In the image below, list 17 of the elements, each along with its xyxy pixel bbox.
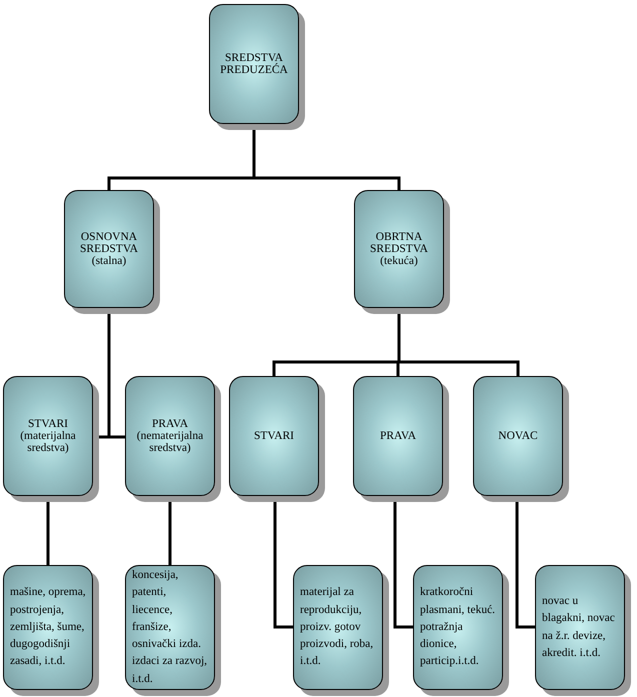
node-label: novac u blagakni, novac na ž.r. devize, akredit. i.t.d. <box>542 594 616 661</box>
node-label: NOVAC <box>498 430 538 442</box>
node-label: PRAVA <box>380 430 416 442</box>
node-label: mašine, oprema, postrojenja, zemljišta, šume, dugogodišnji zasadi, i.t.d. <box>10 585 86 670</box>
node-label: kratkoročni plasmani, tekuć. potražnja dionice, particip.i.t.d. <box>420 585 496 670</box>
node-label: OBRTNA SREDSTVA <box>369 231 429 255</box>
node-label: STVARI <box>28 418 68 430</box>
node-label: OSNOVNA SREDSTVA <box>79 231 139 255</box>
node-label: koncesija, patenti, liecence, franšize, osnivački izda. izdaci za razvoj, i.t.d. <box>132 568 208 687</box>
node-sublabel: (materijalna sredstva) <box>19 430 77 454</box>
node-sublabel: (tekuća) <box>380 255 418 267</box>
node-sublabel: (stalna) <box>92 255 126 267</box>
node-sublabel: (nematerijalna sredstva) <box>136 430 204 454</box>
node-label: STVARI <box>254 430 294 442</box>
node-label: PRAVA <box>152 418 188 430</box>
node-label: SREDSTVA PREDUZEĆA <box>219 52 289 76</box>
node-label: materijal za reprodukciju, proizv. gotov proizvodi, roba, i.t.d. <box>300 585 374 670</box>
